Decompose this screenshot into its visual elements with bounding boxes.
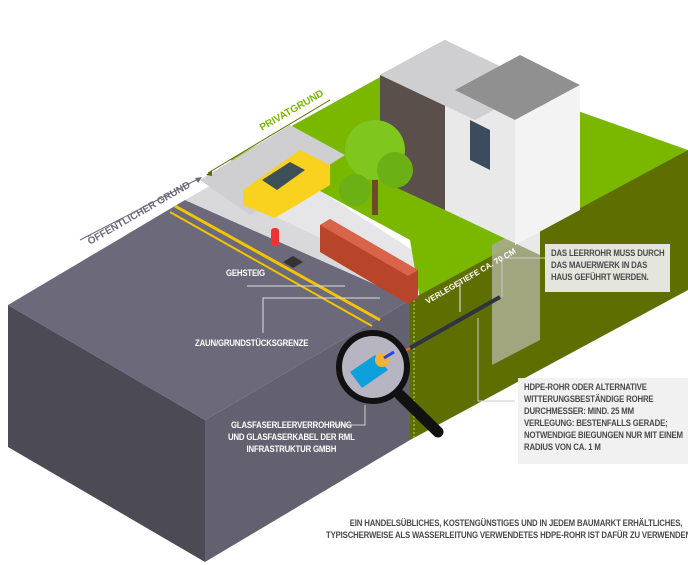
magnifier-handle: [394, 389, 444, 438]
tree-crown-2: [377, 152, 413, 188]
leader-house: [501, 257, 545, 297]
block-left-face: [8, 305, 205, 562]
car: [243, 150, 330, 218]
foundation: [492, 220, 540, 365]
note-line: HDPE-ROHR ODER ALTERNATIVE: [524, 382, 647, 393]
house-note-text: DAS LEERROHR MUSS DURCH DAS MAUERWERK IN…: [551, 248, 665, 284]
conduit-line: UND GLASFASERKABEL DER RML: [228, 432, 355, 443]
hdpe-pipe: [409, 295, 501, 350]
brick-wall: [320, 219, 418, 304]
arrow-head-public: [195, 177, 202, 183]
fire-hydrant: [271, 228, 279, 246]
pipe-note-text: HDPE-ROHR ODER ALTERNATIVE WITTERUNGSBES…: [524, 382, 683, 454]
leader-conduit: [335, 405, 366, 426]
tree-crown-3: [339, 174, 371, 206]
note-line: RADIUS VON CA. 1 M: [524, 442, 601, 453]
conduit-line: GLASFASERLEERVERROHRUNG: [230, 420, 352, 431]
house-window: [470, 120, 490, 170]
brick-wall-top: [320, 219, 418, 276]
car-windshield: [262, 162, 305, 190]
tree-trunk: [372, 160, 378, 215]
conduit-label: GLASFASERLEERVERROHRUNG UND GLASFASERKAB…: [228, 420, 355, 456]
note-line: HAUS GEFÜHRT WERDEN.: [551, 272, 649, 283]
road-surface: [8, 200, 410, 420]
leader-fence: [262, 297, 380, 333]
pipe-note-box: HDPE-ROHR ODER ALTERNATIVE WITTERUNGSBES…: [518, 378, 688, 464]
note-line: DURCHMESSER: MIND. 25 MM: [524, 406, 634, 417]
leader-pipe: [477, 318, 515, 402]
note-line: VERLEGUNG: BESTENFALLS GERADE;: [524, 418, 668, 429]
curb-line-2: [169, 211, 373, 327]
note-line: DAS LEERROHR MUSS DURCH: [551, 248, 665, 259]
curb-line: [174, 204, 381, 322]
note-line: WITTERUNGSBESTÄNDIGE ROHRE: [524, 394, 654, 405]
sidewalk-label: GEHSTEIG: [226, 268, 265, 279]
conduit-line: INFRASTRUKTUR GMBH: [246, 444, 337, 455]
private-ground-arrow: [207, 99, 331, 174]
note-line: NOTWENDIGE BIEGUNGEN NUR MIT EINEM: [524, 430, 683, 441]
fence-boundary-label: ZAUN/GRUNDSTÜCKSGRENZE: [195, 338, 309, 349]
arrow-head-private: [206, 170, 212, 176]
drain-grate: [283, 256, 303, 268]
footer-line: EIN HANDELSÜBLICHES, KOSTENGÜNSTIGES UND…: [349, 518, 683, 529]
public-ground-arrow: [79, 177, 201, 241]
soil-face: [410, 150, 688, 440]
note-line: DAS MAUERWERK IN DAS: [551, 260, 648, 271]
footer-line: TYPISCHERWEISE ALS WASSERLEITUNG VERWEND…: [326, 530, 688, 541]
house-upper-front: [515, 85, 580, 245]
house-note-box: DAS LEERROHR MUSS DURCH DAS MAUERWERK IN…: [545, 244, 670, 292]
house-upper: [455, 55, 580, 120]
fiber-core: [383, 350, 395, 360]
footer-note: EIN HANDELSÜBLICHES, KOSTENGÜNSTIGES UND…: [326, 518, 688, 542]
